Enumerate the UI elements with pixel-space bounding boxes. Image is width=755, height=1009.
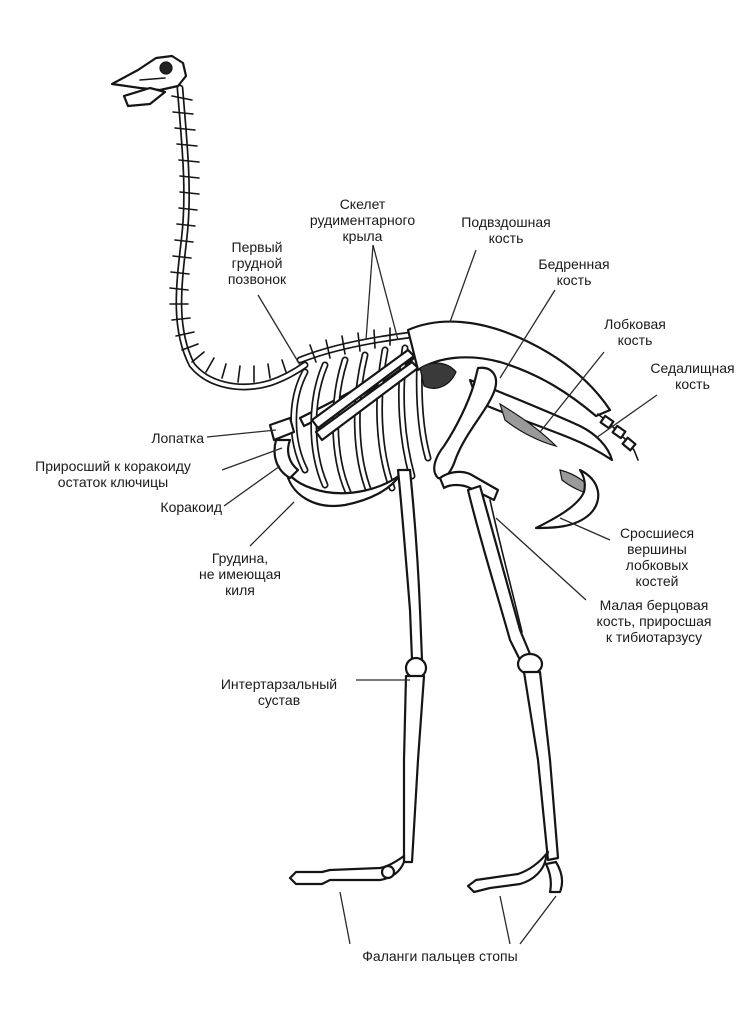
- pelvis: [406, 320, 639, 530]
- label-first-thoracic-line-3: позвонок: [227, 271, 287, 287]
- coracoid: [273, 438, 300, 480]
- label-wing-skeleton-line-3: крыла: [342, 228, 383, 244]
- label-ilium: Подвздошная кость: [446, 214, 566, 246]
- label-sternum-line-1: Грудина,: [211, 550, 269, 566]
- label-pubic-tips-line-4: костей: [635, 573, 679, 589]
- neck-vertebrae: [169, 84, 309, 391]
- label-first-thoracic-vertebra: Первый грудной позвонок: [212, 239, 302, 287]
- label-ischium-line-2: кость: [675, 376, 710, 392]
- label-pubis-line-1: Лобковая: [604, 316, 666, 332]
- label-intertarsal-line-2: сустав: [257, 692, 301, 708]
- label-wing-skeleton: Скелет рудиментарного крыла: [290, 196, 435, 244]
- label-sternum: Грудина, не имеющая киля: [190, 550, 290, 598]
- leader-lines: [206, 244, 658, 945]
- label-ilium-line-2: кость: [488, 230, 524, 246]
- label-pubic-tips: Сросшиеся вершины лобковых костей: [610, 525, 704, 589]
- label-clavicle-remnant: Приросший к коракоиду остаток ключицы: [4, 458, 222, 490]
- label-fibula-line-1: Малая берцовая: [599, 597, 709, 613]
- label-pubic-tips-line-1: Сросшиеся: [619, 525, 695, 541]
- label-toe-phalanges: Фаланги пальцев стопы: [320, 948, 560, 964]
- label-first-thoracic-line-2: грудной: [231, 255, 283, 271]
- label-femur-line-2: кость: [556, 272, 592, 288]
- label-femur: Бедренная кость: [524, 256, 624, 288]
- label-pubic-tips-line-2: вершины: [627, 541, 687, 557]
- label-scapula-line-1: Лопатка: [151, 430, 204, 446]
- label-pubic-tips-line-3: лобковых: [625, 557, 689, 573]
- label-scapula: Лопатка: [120, 430, 204, 446]
- label-toe-phalanges-line-1: Фаланги пальцев стопы: [362, 948, 518, 964]
- label-fibula-line-2: кость, приросшая: [596, 613, 712, 629]
- label-fibula: Малая берцовая кость, приросшая к тибиот…: [584, 597, 724, 645]
- label-pubis-line-2: кость: [617, 332, 653, 348]
- label-wing-skeleton-line-1: Скелет: [339, 196, 386, 212]
- clavicle-remnant: [268, 416, 296, 442]
- label-coracoid: Коракоид: [130, 499, 222, 515]
- skull: [110, 54, 188, 108]
- label-wing-skeleton-line-2: рудиментарного: [309, 212, 416, 228]
- label-clavicle-line-1: Приросший к коракоиду: [35, 458, 191, 474]
- label-fibula-line-3: к тибиотарзусу: [605, 629, 703, 645]
- label-intertarsal-joint: Интертарзальный сустав: [204, 676, 354, 708]
- label-sternum-line-3: киля: [225, 582, 255, 598]
- label-ilium-line-1: Подвздошная: [461, 214, 551, 230]
- left-leg: [288, 468, 428, 886]
- label-pubis: Лобковая кость: [590, 316, 680, 348]
- label-intertarsal-line-1: Интертарзальный: [220, 676, 338, 692]
- label-femur-line-1: Бедренная: [538, 256, 610, 272]
- label-ischium-line-1: Седалищная: [650, 360, 735, 376]
- label-sternum-line-2: не имеющая: [198, 566, 282, 582]
- label-coracoid-line-1: Коракоид: [160, 499, 222, 515]
- right-leg: [438, 470, 564, 894]
- label-clavicle-line-2: остаток ключицы: [57, 474, 169, 490]
- label-ischium: Седалищная кость: [640, 360, 745, 392]
- back-vertebrae: [296, 327, 414, 364]
- label-first-thoracic-line-1: Первый: [231, 239, 283, 255]
